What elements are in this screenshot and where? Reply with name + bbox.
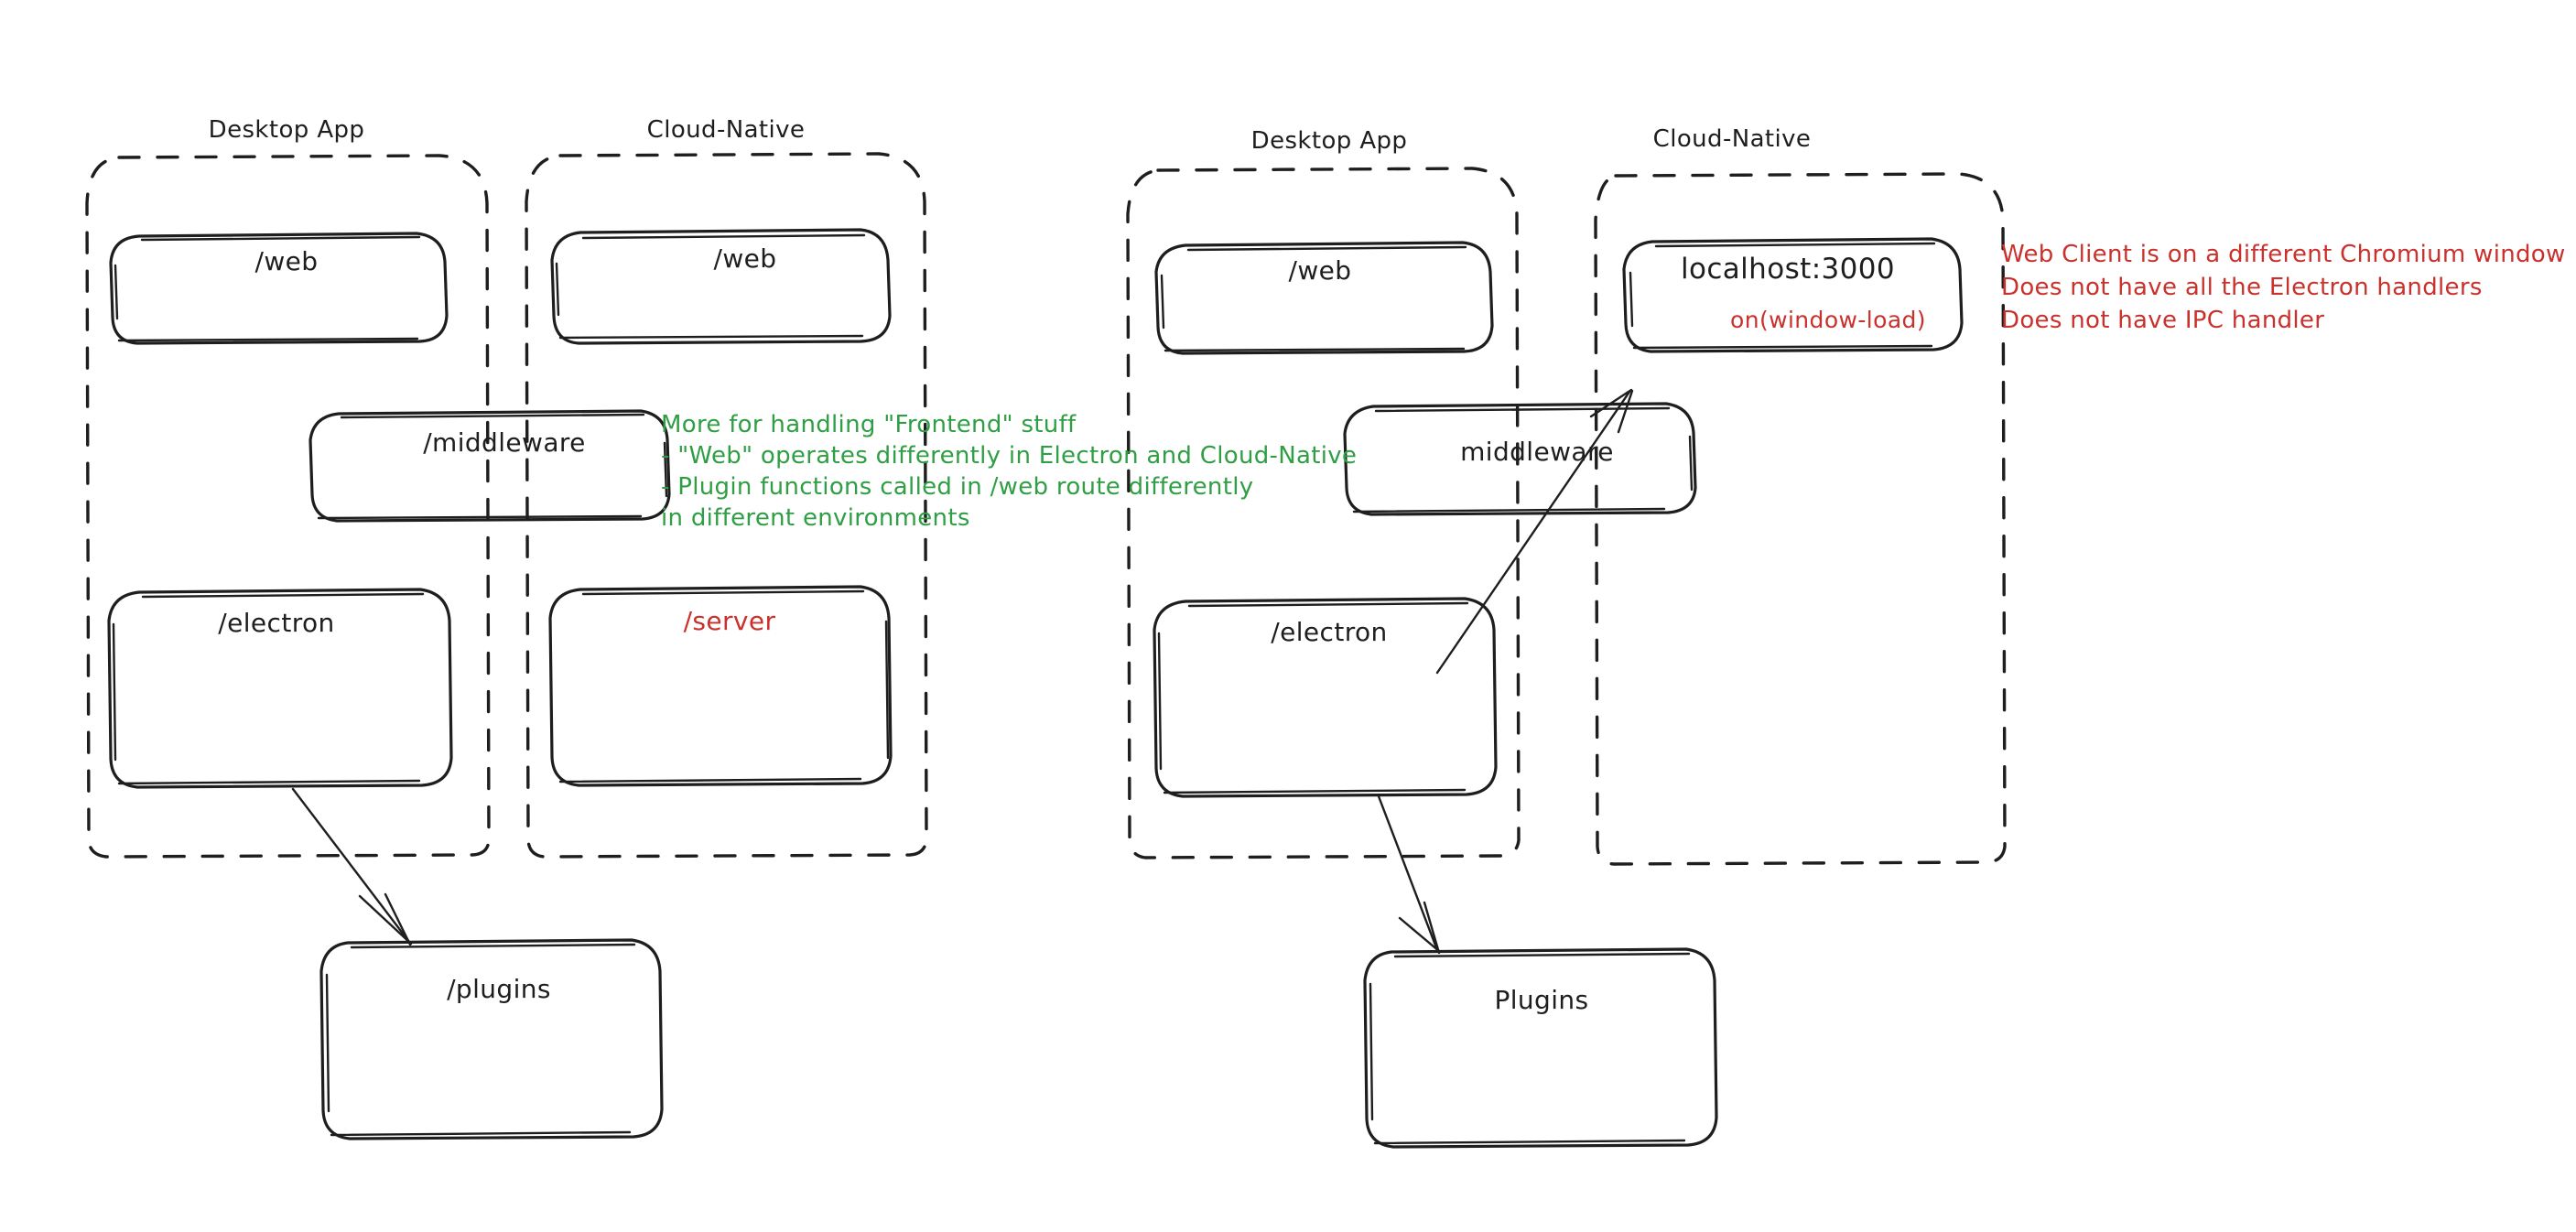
right-desktop-app-container (1126, 167, 1521, 859)
web-client-note: Web Client is on a different Chromium wi… (2001, 241, 2566, 334)
web-client-note-line-1: Web Client is on a different Chromium wi… (2001, 241, 2566, 268)
right-middleware-box[interactable] (1343, 402, 1697, 516)
left-middleware-box[interactable] (308, 409, 671, 523)
left-desktop-app-label: Desktop App (209, 116, 365, 144)
left-cloud-native-container (525, 152, 928, 859)
right-localhost-box[interactable] (1622, 237, 1964, 353)
right-desktop-web-box[interactable] (1154, 241, 1494, 355)
right-electron-label: /electron (1271, 617, 1387, 647)
left-server-box[interactable] (548, 585, 893, 787)
left-electron-label: /electron (218, 608, 334, 638)
left-desktop-app-container (85, 154, 491, 859)
right-cloud-native-container (1594, 172, 2007, 866)
right-electron-to-plugins-arrow (1377, 794, 1442, 955)
right-electron-box[interactable] (1153, 597, 1498, 798)
web-client-note-line-2: Does not have all the Electron handlers (2001, 274, 2483, 301)
left-cloud-native-label: Cloud-Native (647, 116, 806, 144)
web-client-note-line-3: Does not have IPC handler (2001, 307, 2324, 334)
right-localhost-sublabel: on(window-load) (1730, 307, 1926, 333)
right-cloud-native-label: Cloud-Native (1653, 125, 1812, 153)
frontend-note-line-1: More for handling "Frontend" stuff (661, 411, 1077, 438)
left-server-label: /server (684, 606, 776, 636)
left-desktop-web-label: /web (255, 246, 319, 276)
frontend-note: More for handling "Frontend" stuff - "We… (661, 411, 1357, 532)
left-electron-to-plugins-arrow (291, 787, 413, 946)
right-plugins-label: Plugins (1494, 985, 1588, 1015)
right-electron-to-localhost-arrow (1435, 388, 1634, 675)
left-electron-box[interactable] (107, 588, 453, 789)
left-plugins-label: /plugins (447, 974, 551, 1004)
right-middleware-label: middleware (1460, 437, 1614, 467)
left-middleware-label: /middleware (423, 427, 586, 458)
left-cloud-web-label: /web (714, 243, 777, 274)
right-desktop-app-label: Desktop App (1251, 127, 1408, 155)
left-plugins-box[interactable] (319, 938, 664, 1140)
left-cloud-web-box[interactable] (550, 228, 892, 345)
frontend-note-line-4: in different environments (661, 504, 970, 532)
left-desktop-web-box[interactable] (109, 232, 449, 345)
frontend-note-line-3: - Plugin functions called in /web route … (661, 473, 1253, 501)
right-plugins-box[interactable] (1363, 947, 1718, 1149)
right-desktop-web-label: /web (1289, 255, 1352, 286)
right-localhost-label: localhost:3000 (1681, 253, 1895, 286)
frontend-note-line-2: - "Web" operates differently in Electron… (661, 442, 1357, 470)
